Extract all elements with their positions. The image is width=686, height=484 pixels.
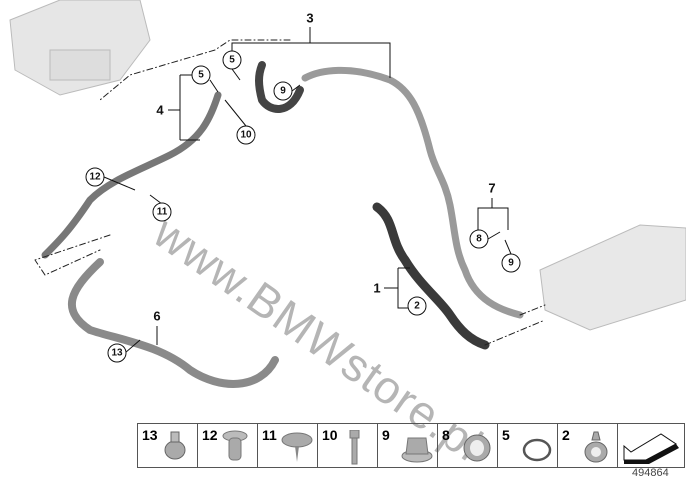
callout-13: 13	[107, 343, 127, 363]
legend-item-2[interactable]: 2	[558, 424, 618, 467]
legend-number: 2	[562, 427, 570, 443]
legend-item-12[interactable]: 12	[198, 424, 258, 467]
hose-1	[372, 202, 490, 350]
legend-item-13[interactable]: 13	[138, 424, 198, 467]
legend-number: 10	[322, 427, 338, 443]
hose-6	[67, 258, 279, 388]
callout-2: 2	[407, 296, 427, 316]
rivet-icon	[281, 432, 313, 462]
callout-5: 5	[191, 65, 211, 85]
electric-machine-unit	[9, 0, 151, 96]
callout-9: 9	[273, 81, 293, 101]
legend-number: 8	[442, 427, 450, 443]
legend-number: 12	[202, 427, 218, 443]
hose-3	[301, 66, 524, 319]
expanding-nut-icon	[222, 430, 248, 461]
hose-4	[41, 91, 222, 259]
clamp-icon	[584, 431, 608, 463]
document-number: 494864	[632, 467, 669, 479]
legend-item-5[interactable]: 5	[498, 424, 558, 467]
view-direction-arrow	[618, 424, 684, 467]
callout-3: 3	[306, 10, 314, 26]
callout-12: 12	[85, 167, 105, 187]
legend-item-11[interactable]: 11	[258, 424, 318, 467]
holder-icon	[463, 434, 491, 462]
legend-item-9[interactable]: 9	[378, 424, 438, 467]
legend-number: 5	[502, 427, 510, 443]
callout-1: 1	[373, 280, 381, 296]
callout-9: 9	[501, 253, 521, 273]
legend-number: 9	[382, 427, 390, 443]
heater-unit	[539, 224, 686, 331]
screw-icon	[349, 430, 360, 465]
callout-4: 4	[156, 102, 164, 118]
legend-number: 13	[142, 427, 158, 443]
arrow-icon	[623, 433, 679, 464]
legend-number: 11	[262, 427, 277, 443]
clip-icon	[164, 431, 186, 460]
callout-11: 11	[152, 202, 172, 222]
callout-5: 5	[222, 50, 242, 70]
callout-7: 7	[488, 180, 496, 196]
callout-8: 8	[469, 229, 489, 249]
o-ring-icon	[522, 438, 552, 462]
nut-icon	[401, 437, 433, 463]
callout-10: 10	[236, 125, 256, 145]
callout-6: 6	[153, 308, 161, 324]
legend-item-8[interactable]: 8	[438, 424, 498, 467]
hose-illustration	[9, 0, 686, 388]
parts-legend: 13 12 11 10 9 8 5 2	[137, 423, 685, 468]
legend-item-10[interactable]: 10	[318, 424, 378, 467]
